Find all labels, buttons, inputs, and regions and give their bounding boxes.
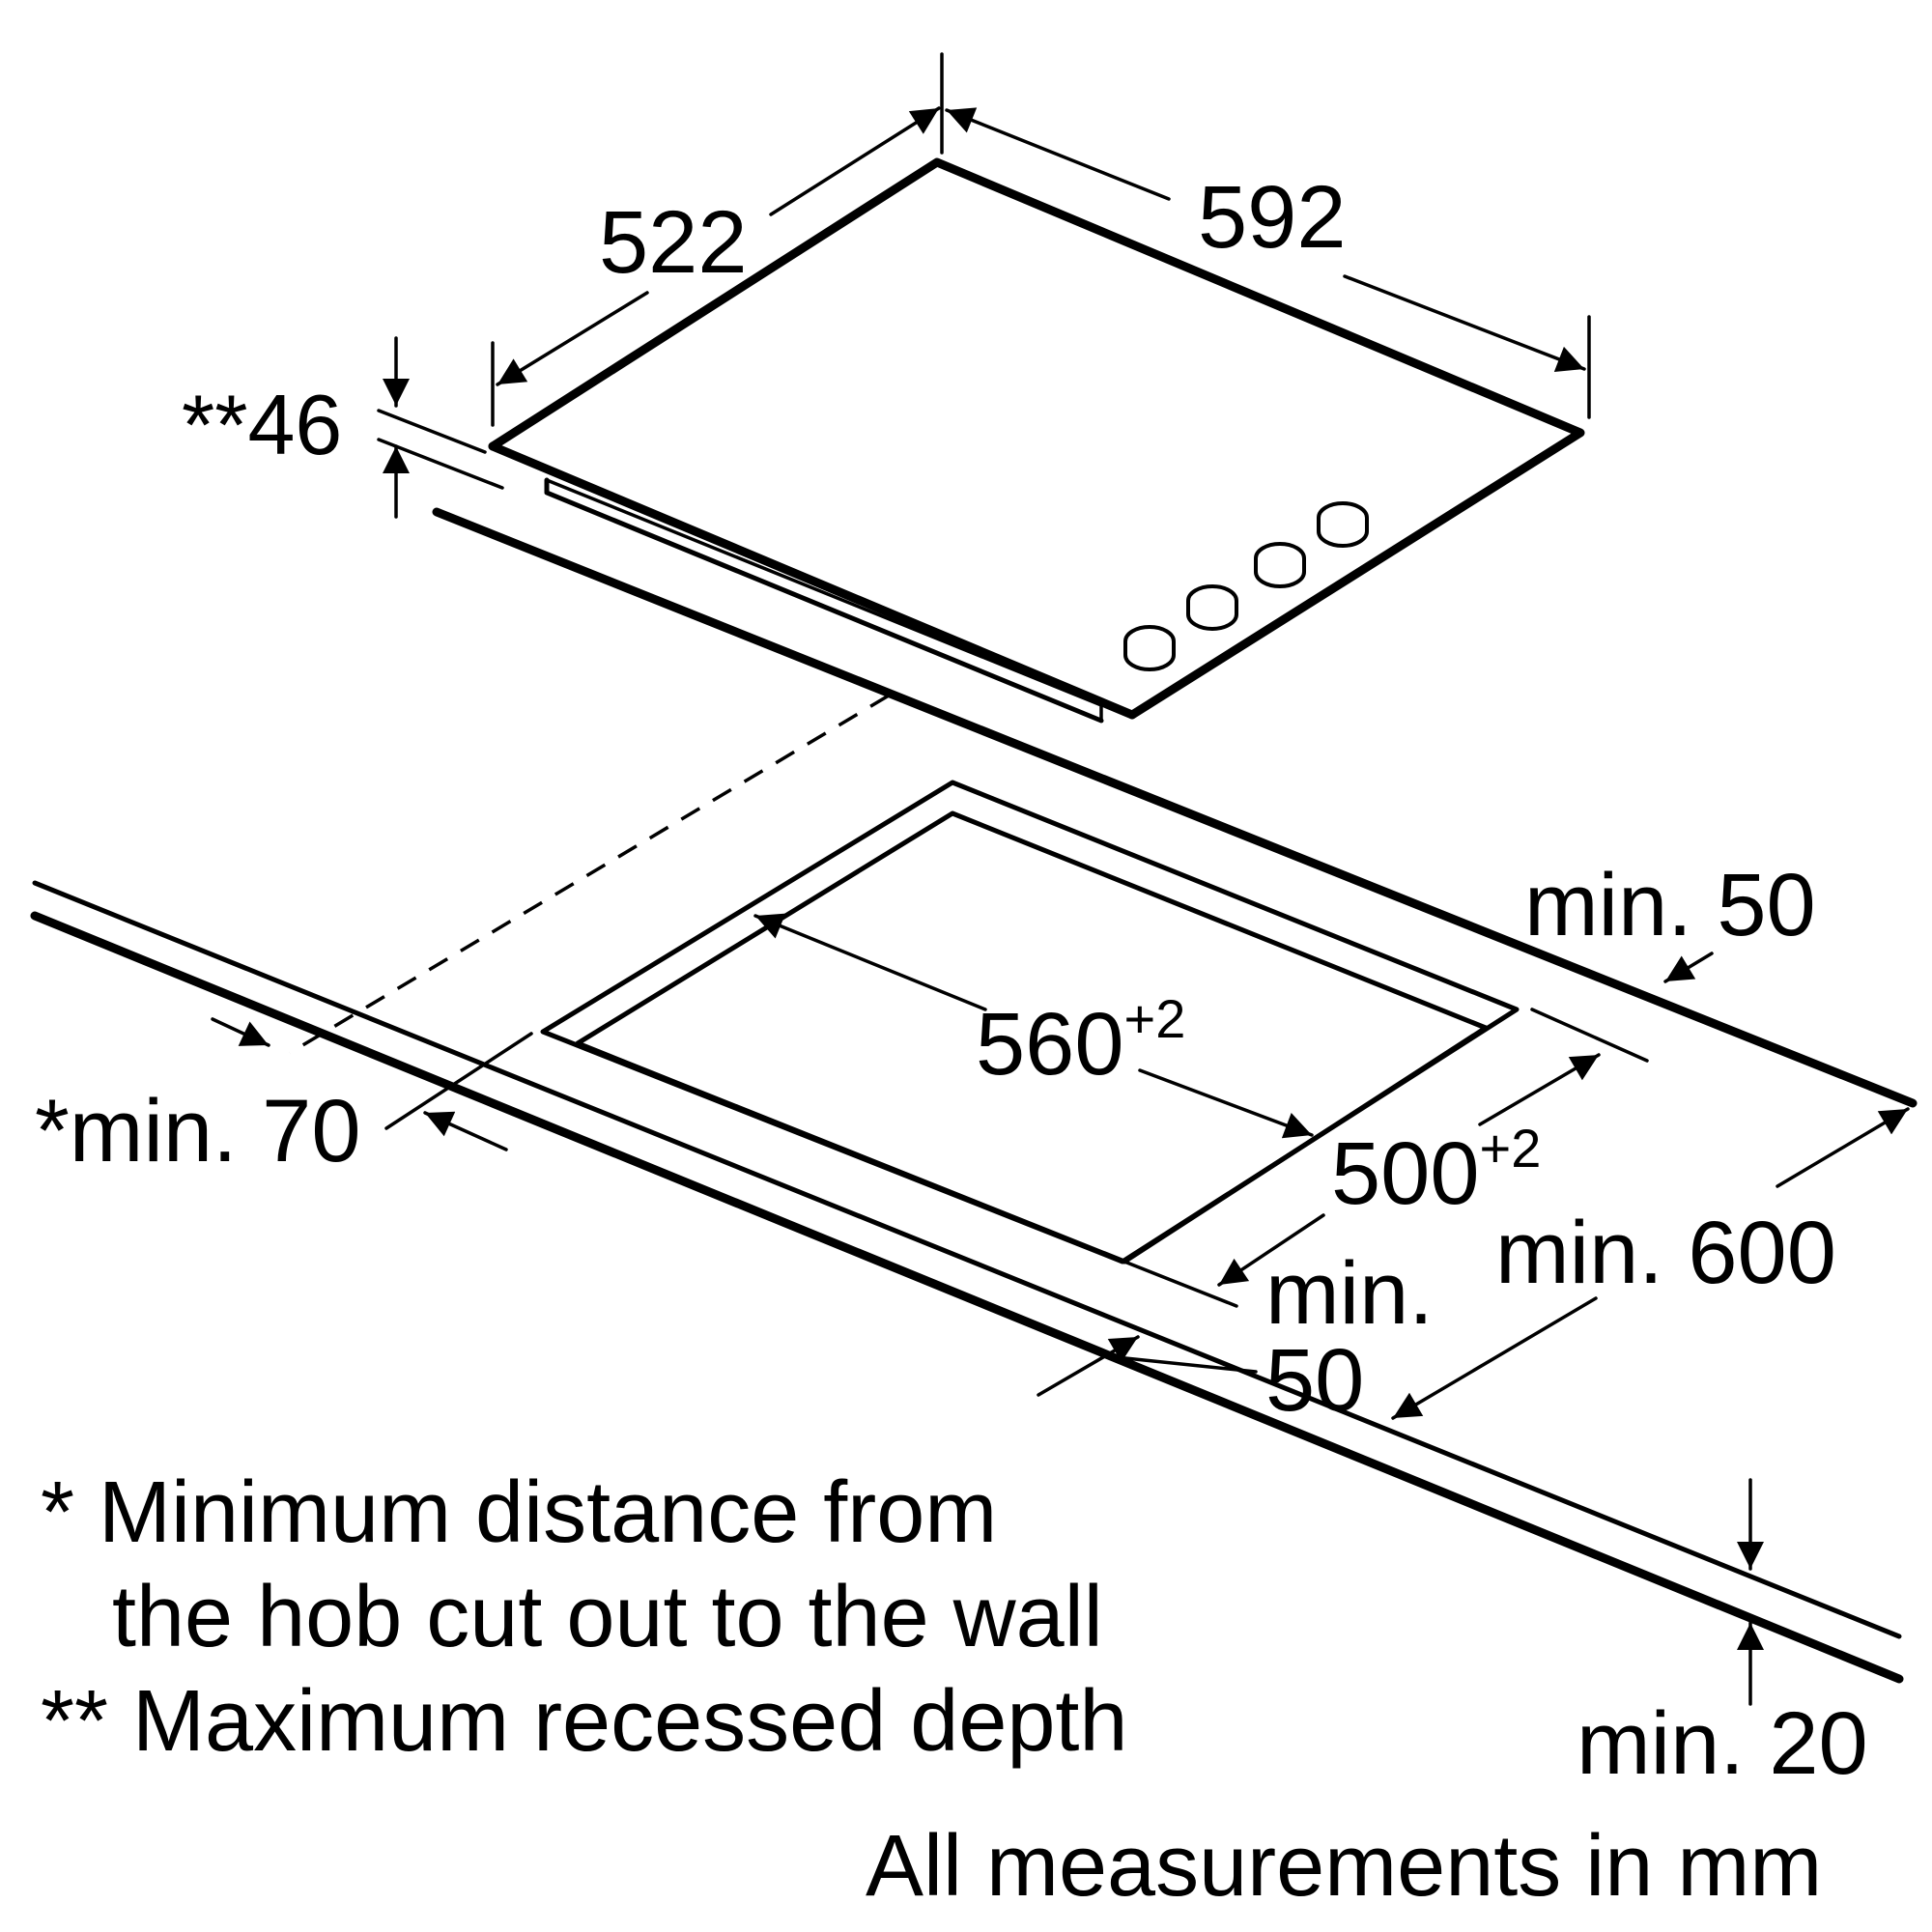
label-recess-depth: **46 [182, 377, 342, 472]
knob-icon [1123, 625, 1176, 671]
dim-500-arrow [1478, 1053, 1601, 1126]
dim-min70-arrow [211, 1017, 270, 1047]
worktop-front-bottom-edge [30, 911, 1904, 1684]
label-560: 560+2 [976, 988, 1185, 1094]
hob-top-outline [488, 157, 1585, 720]
dim-min50-front-arrow [1037, 1335, 1140, 1397]
worktop-front-top-edge [32, 880, 1902, 1639]
dim-extension-line [384, 1032, 533, 1130]
label-min50-front-1: min. [1265, 1244, 1434, 1343]
dim-522-arrow [496, 291, 649, 386]
hob [488, 157, 1585, 724]
dim-min600-arrow [1391, 1296, 1598, 1420]
note-single-star-line2: the hob cut out to the wall [112, 1569, 1103, 1665]
worktop-rear-edge [432, 507, 1918, 1108]
label-min70: *min. 70 [35, 1082, 361, 1180]
dim-min600-arrow [1776, 1107, 1910, 1188]
dim-min50-rear-arrow [1663, 952, 1714, 983]
hob-front-edge [488, 441, 1137, 720]
dim-min70-arrow [423, 1111, 508, 1151]
dim-522-arrow [769, 106, 941, 216]
cutout [540, 780, 1520, 1264]
label-500: 500+2 [1331, 1118, 1541, 1223]
hob-dimensions [377, 52, 1591, 519]
dim-592-arrow [945, 107, 1171, 201]
note-units: All measurements in mm [866, 1818, 1822, 1915]
dim-extension-line [377, 409, 487, 454]
dimension-labels: 522 592 **46 560+2 500+2 min. 50 *min. 7… [35, 168, 1868, 1793]
knob-icon [1317, 501, 1369, 548]
dim-extension-line [1122, 1260, 1238, 1308]
label-522: 522 [599, 193, 748, 292]
dim-592-arrow [1343, 274, 1586, 372]
dim-500-arrow [1217, 1213, 1325, 1287]
hob-body-edge [544, 477, 1104, 724]
cutout-dimensions [211, 913, 1910, 1706]
label-min50-front-2: 50 [1265, 1331, 1364, 1430]
label-min600: min. 600 [1495, 1204, 1836, 1302]
label-min50-rear: min. 50 [1524, 856, 1816, 954]
note-double-star: ** Maximum recessed depth [41, 1673, 1127, 1770]
label-592: 592 [1198, 168, 1347, 267]
note-single-star-line1: * Minimum distance from [41, 1464, 997, 1561]
knob-icon [1254, 542, 1306, 588]
worktop [30, 507, 1918, 1684]
footnotes: * Minimum distance from the hob cut out … [41, 1464, 1822, 1915]
dim-extension-line [1530, 1008, 1649, 1063]
dim-extension-line [1123, 1356, 1258, 1374]
dim-extension-line [377, 438, 504, 490]
hob-body-inner [545, 478, 1103, 707]
dim-560-arrow [753, 913, 987, 1011]
label-min20: min. 20 [1577, 1694, 1868, 1793]
dim-560-arrow [1138, 1068, 1314, 1139]
cutout-inner [575, 810, 1489, 1264]
wall-line [289, 694, 890, 1055]
knob-icon [1186, 584, 1238, 631]
